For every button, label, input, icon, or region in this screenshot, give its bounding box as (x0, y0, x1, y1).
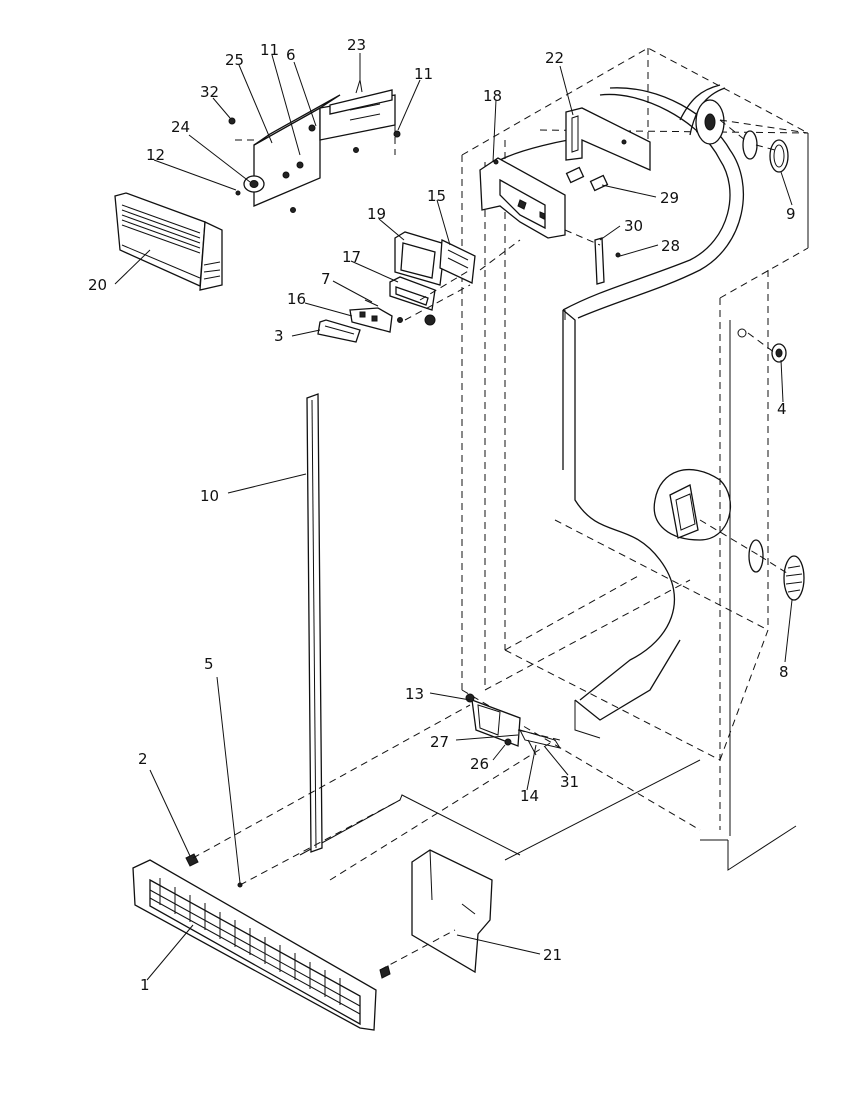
toe-grille (132, 853, 391, 1031)
callout-30: 30 (624, 217, 643, 235)
callout-20: 20 (88, 276, 107, 294)
mounting-strip (594, 237, 621, 285)
callout-14: 14 (520, 787, 539, 805)
upper-bracket (479, 157, 566, 239)
callout-labels: 1 2 3 4 5 6 7 8 9 10 11 11 12 13 14 15 1… (88, 36, 796, 994)
control-housing-assembly (235, 79, 401, 207)
callout-8: 8 (779, 663, 789, 681)
callout-12: 12 (146, 146, 165, 164)
callout-17: 17 (342, 248, 361, 266)
callout-9: 9 (786, 205, 796, 223)
callout-21: 21 (543, 946, 562, 964)
callout-27: 27 (430, 733, 449, 751)
callout-18: 18 (483, 87, 502, 105)
vertical-trim-strip (306, 393, 323, 853)
callout-4: 4 (777, 400, 787, 418)
liner-ribbon (499, 84, 744, 739)
assembly-lines (192, 119, 809, 971)
callout-1: 1 (140, 976, 150, 994)
pins (565, 166, 609, 192)
callout-22: 22 (545, 49, 564, 67)
callout-32: 32 (200, 83, 219, 101)
callout-15: 15 (427, 187, 446, 205)
callout-13: 13 (405, 685, 424, 703)
leader-lines (114, 53, 793, 981)
callout-7: 7 (321, 270, 331, 288)
grille-slots (149, 878, 361, 1015)
side-panel (411, 849, 493, 974)
callout-6: 6 (286, 46, 296, 64)
callout-24: 24 (171, 118, 190, 136)
cabinet-outline (299, 47, 809, 871)
callout-29: 29 (660, 189, 679, 207)
dispenser-assembly (317, 231, 476, 343)
lower-hinge-assembly (465, 693, 562, 756)
callout-11-right: 11 (414, 65, 433, 83)
callout-11-left: 11 (260, 41, 279, 59)
right-side-parts (653, 99, 805, 601)
callout-19: 19 (367, 205, 386, 223)
callout-5: 5 (204, 655, 214, 673)
callout-28: 28 (661, 237, 680, 255)
callout-3: 3 (274, 327, 284, 345)
hinge-bracket (565, 107, 651, 171)
callout-23: 23 (347, 36, 366, 54)
callout-26: 26 (470, 755, 489, 773)
control-knob (228, 117, 296, 213)
callout-2: 2 (138, 750, 148, 768)
callout-31: 31 (560, 773, 579, 791)
control-panel-cover (114, 192, 223, 291)
callout-16: 16 (287, 290, 306, 308)
callout-10: 10 (200, 487, 219, 505)
callout-25: 25 (225, 51, 244, 69)
